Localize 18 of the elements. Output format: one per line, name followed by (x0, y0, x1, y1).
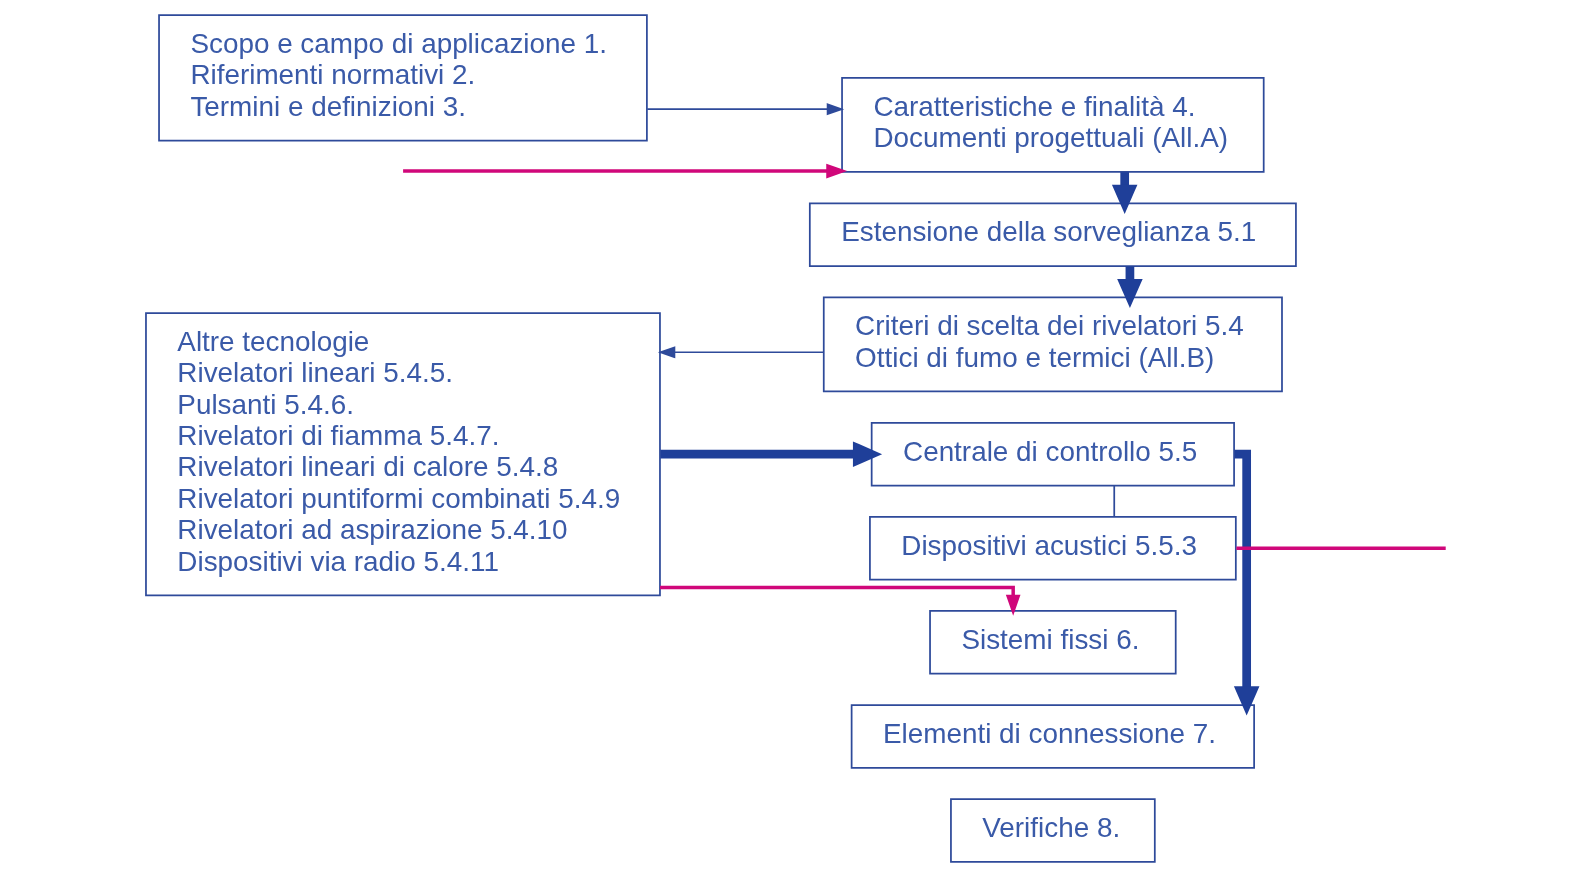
arrow (1233, 449, 1259, 716)
arrow (659, 585, 1020, 616)
arrow (657, 346, 825, 359)
node-box: Centrale di controllo 5.5 (870, 421, 1235, 487)
node-box: Altre tecnologie Rivelatori lineari 5.4.5. Pulsanti 5.4.6. Rivelatori di fiamma 5.4.7. Rivelatori lineari di calore 5.4.8 Rivelatori puntiformi combinati 5.4.9 Rivelatori ad aspirazione 5.4.10 Dispositivi via radio 5.4.11 (144, 312, 661, 597)
node-box: Scopo e campo di applicazione 1. Riferimenti normativi 2. Termini e definizioni 3. (157, 14, 648, 142)
arrow (402, 163, 847, 179)
arrow (645, 103, 844, 116)
node-box: Verifiche 8. (949, 798, 1156, 863)
node-box: Sistemi fissi 6. (928, 610, 1177, 675)
node-box: Caratteristiche e finalità 4. Documenti progettuali (All.A) (840, 76, 1265, 173)
node-box: Dispositivi acustici 5.5.3 (868, 516, 1237, 581)
arrow (659, 441, 882, 467)
connector (1235, 546, 1446, 550)
connector (1112, 485, 1115, 518)
node-box: Elementi di connessione 7. (850, 704, 1255, 769)
node-box: Estensione della sorveglianza 5.1 (808, 202, 1297, 267)
node-box: Criteri di scelta dei rivelatori 5.4 Ottici di fumo e termici (All.B) (822, 296, 1283, 393)
